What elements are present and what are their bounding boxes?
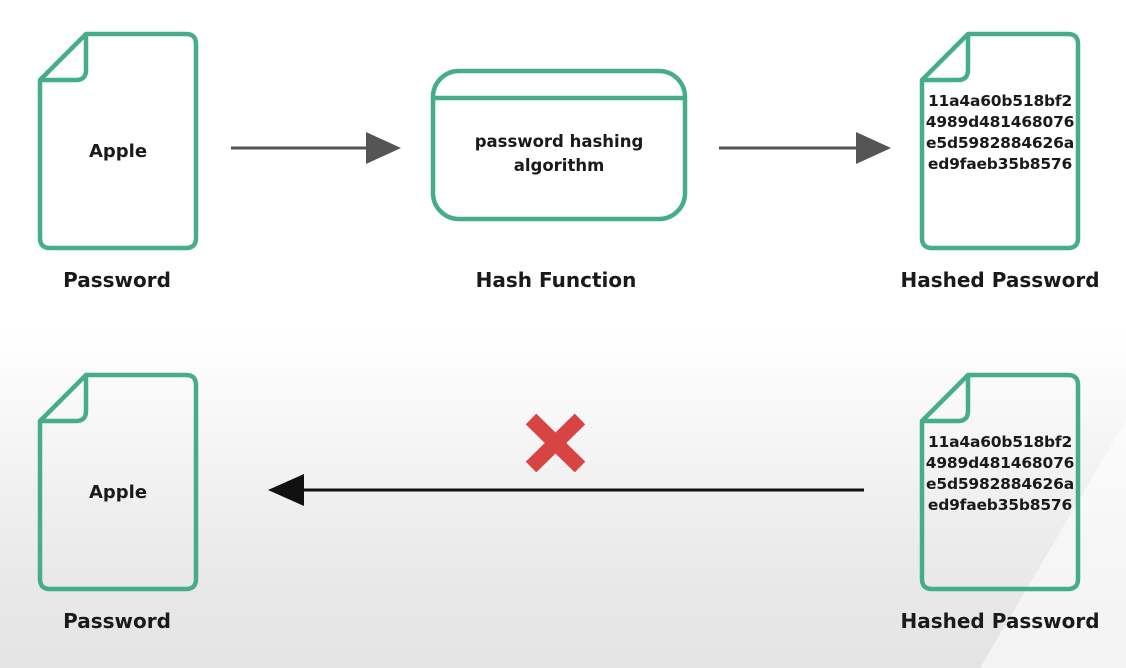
- hash-line: 11a4a60b518bf2: [927, 433, 1073, 451]
- hash-line: ed9faeb35b8576: [927, 155, 1073, 173]
- hashed-password-caption: Hashed Password: [900, 268, 1100, 292]
- hash-algorithm-line-1: password hashing: [474, 132, 644, 151]
- password-caption: Password: [63, 268, 171, 292]
- hash-line: ed9faeb35b8576: [927, 496, 1073, 514]
- hash-value: 11a4a60b518bf2 4989d481468076 e5d5982884…: [918, 91, 1082, 175]
- arrow-right-icon: [719, 132, 891, 164]
- password-value: Apple: [88, 482, 148, 503]
- document-icon: [37, 372, 199, 592]
- hash-line: 4989d481468076: [925, 113, 1075, 131]
- hashed-password-document-bottom: 11a4a60b518bf2 4989d481468076 e5d5982884…: [918, 372, 1082, 594]
- hash-algorithm-line-2: algorithm: [513, 156, 605, 175]
- arrow-right-icon: [231, 132, 401, 164]
- document-icon: [919, 372, 1081, 592]
- hash-line: 11a4a60b518bf2: [927, 92, 1073, 110]
- hash-algorithm-label: password hashing algorithm: [430, 130, 688, 178]
- hash-line: 4989d481468076: [925, 454, 1075, 472]
- hashed-password-document-top: 11a4a60b518bf2 4989d481468076 e5d5982884…: [918, 31, 1082, 253]
- document-icon: [919, 31, 1081, 251]
- hash-value: 11a4a60b518bf2 4989d481468076 e5d5982884…: [918, 432, 1082, 516]
- password-caption: Password: [63, 609, 171, 633]
- password-document-bottom: Apple: [36, 372, 200, 594]
- arrow-left-icon: [268, 474, 864, 506]
- password-document-top: Apple: [36, 31, 200, 253]
- window-frame: [430, 68, 688, 222]
- hash-line: e5d5982884626a: [926, 475, 1074, 493]
- cross-icon: [525, 413, 586, 473]
- hashed-password-caption: Hashed Password: [900, 609, 1100, 633]
- hash-function-box: password hashing algorithm: [430, 68, 688, 222]
- hash-line: e5d5982884626a: [926, 134, 1074, 152]
- hash-function-caption: Hash Function: [475, 268, 637, 292]
- document-icon: [37, 31, 199, 251]
- password-value: Apple: [88, 141, 148, 162]
